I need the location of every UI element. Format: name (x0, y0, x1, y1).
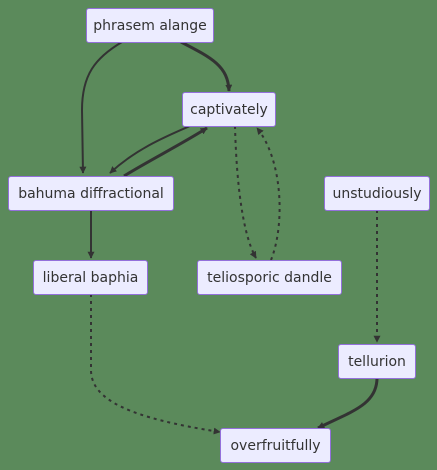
node-phrasem-alange[interactable]: phrasem alange (86, 8, 214, 43)
node-unstudiously[interactable]: unstudiously (324, 176, 430, 211)
node-liberal-baphia[interactable]: liberal baphia (33, 260, 148, 295)
edge-teliosporic-to-captivately (256, 127, 281, 261)
node-label: bahuma diffractional (18, 185, 164, 202)
edge-phrasem-to-captivately (180, 40, 233, 92)
edge-phrasem-to-bahuma (79, 41, 123, 174)
node-label: tellurion (348, 353, 406, 370)
edge-captivately-to-teliosporic (234, 125, 257, 259)
node-label: unstudiously (332, 185, 422, 202)
node-teliosporic-dandle[interactable]: teliosporic dandle (197, 260, 342, 295)
node-label: captivately (190, 101, 268, 118)
node-label: teliosporic dandle (207, 269, 332, 286)
edge-tellurion-to-overfruitfully (317, 377, 379, 430)
edge-bahuma-to-captivately (123, 126, 208, 178)
node-label: phrasem alange (93, 17, 207, 34)
edge-liberal-to-overfruitfully (90, 294, 221, 435)
node-tellurion[interactable]: tellurion (338, 344, 416, 379)
node-label: overfruitfully (230, 437, 321, 454)
node-label: liberal baphia (42, 269, 139, 286)
node-captivately[interactable]: captivately (182, 92, 276, 127)
edge-captivately-to-bahuma (109, 125, 191, 174)
node-overfruitfully[interactable]: overfruitfully (220, 428, 331, 463)
node-bahuma-diffractional[interactable]: bahuma diffractional (8, 176, 174, 211)
